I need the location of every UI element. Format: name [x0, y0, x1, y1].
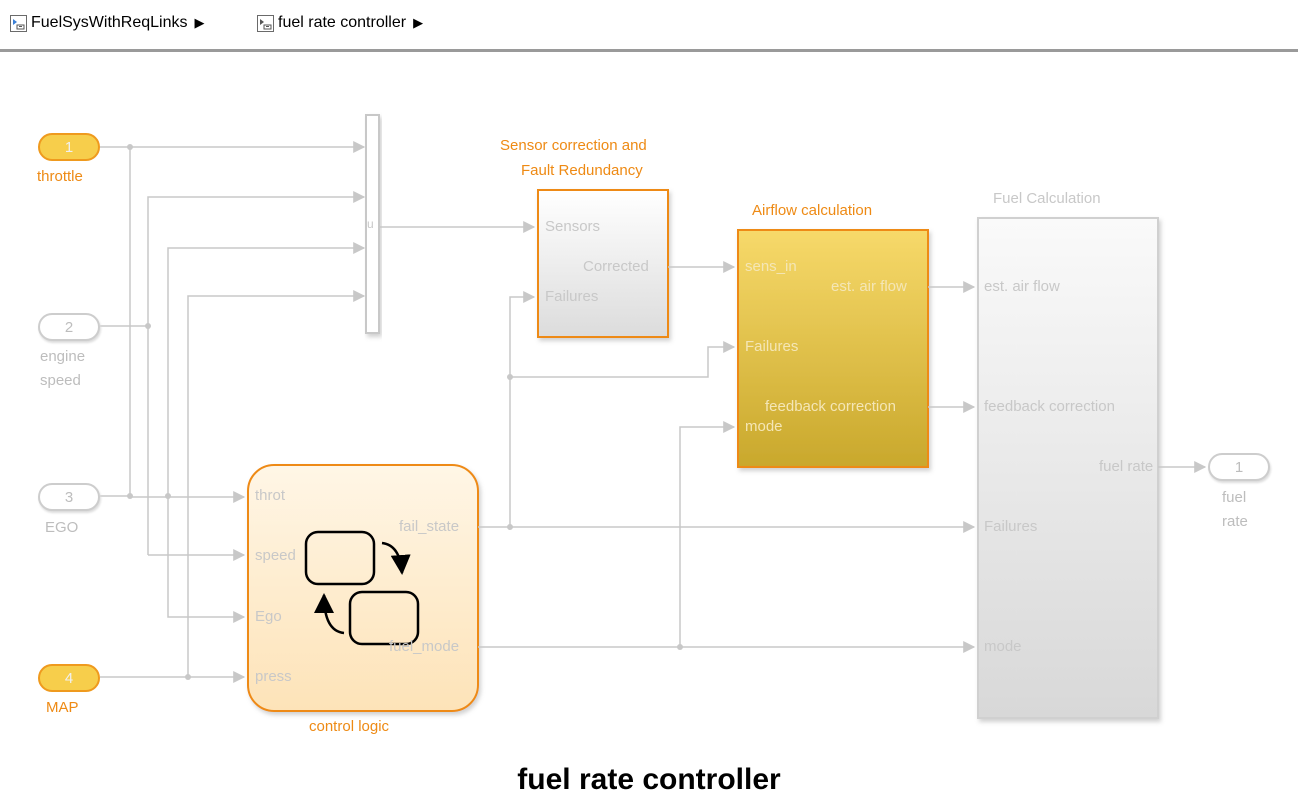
inport-engine-speed[interactable]: 2 [38, 313, 100, 341]
port-label: mode [745, 418, 783, 435]
breadcrumb-arrow-icon[interactable]: ▶ [194, 15, 205, 30]
sensor-correction-title: Sensor correction and [500, 137, 647, 154]
outport-label: fuel [1222, 489, 1247, 506]
sensor-correction-title: Fault Redundancy [521, 162, 643, 179]
breadcrumb-arrow-icon[interactable]: ▶ [413, 15, 424, 30]
port-label: feedback correction [765, 398, 896, 415]
port-label: speed [255, 547, 296, 564]
sensor-correction-block [537, 189, 669, 338]
airflow-calculation-block [737, 229, 929, 468]
model-canvas[interactable]: 1 throttle 2 engine speed 3 EGO 4 MAP 1 … [0, 55, 1298, 808]
airflow-title: Airflow calculation [752, 202, 873, 219]
inport-label: EGO [45, 519, 79, 536]
fuel-calculation-title: Fuel Calculation [993, 190, 1101, 207]
inport-label: engine [40, 348, 86, 365]
port-label: press [255, 668, 292, 685]
inport-label: MAP [46, 699, 79, 716]
inport-label: throttle [37, 168, 83, 185]
port-label: fuel rate [1099, 458, 1154, 475]
port-label: Failures [545, 288, 599, 305]
port-label: Ego [255, 608, 282, 625]
port-label: Failures [745, 338, 799, 355]
diagram-title: fuel rate controller [517, 763, 781, 796]
port-label: Sensors [545, 218, 601, 235]
port-label: sens_in [745, 258, 797, 275]
fuel-calculation-block [977, 217, 1159, 719]
subsystem-icon [257, 14, 274, 32]
outport-label: rate [1222, 513, 1248, 530]
control-logic-title: control logic [309, 718, 390, 735]
port-label: fail_state [399, 518, 460, 535]
port-label: mode [984, 638, 1022, 655]
port-label: est. air flow [984, 278, 1060, 295]
mux-block [365, 114, 380, 334]
breadcrumb-item-model[interactable]: FuelSysWithReqLinks ▶ [10, 14, 205, 32]
branch-points [127, 144, 683, 680]
breadcrumb-bar: FuelSysWithReqLinks ▶ fuel rate controll… [0, 0, 1298, 52]
inport-ego[interactable]: 3 [38, 483, 100, 511]
inport-map[interactable]: 4 [38, 664, 100, 692]
signal-lines [100, 114, 1207, 719]
model-icon [10, 14, 27, 32]
port-label: fuel_mode [389, 638, 460, 655]
inport-label: speed [40, 372, 81, 389]
port-label: Corrected [583, 258, 649, 275]
mux-port-label: u [367, 217, 374, 231]
port-label: feedback correction [984, 398, 1115, 415]
port-label: throt [255, 487, 286, 504]
inport-throttle[interactable]: 1 [38, 133, 100, 161]
breadcrumb-label: FuelSysWithReqLinks [31, 14, 188, 31]
port-label: Failures [984, 518, 1038, 535]
breadcrumb-label: fuel rate controller [278, 14, 407, 31]
outport-fuel-rate[interactable]: 1 [1208, 453, 1270, 481]
port-label: est. air flow [831, 278, 907, 295]
stateflow-chart-icon [304, 530, 420, 646]
breadcrumb-item-subsystem[interactable]: fuel rate controller ▶ [257, 14, 423, 32]
control-logic-block [247, 464, 479, 712]
